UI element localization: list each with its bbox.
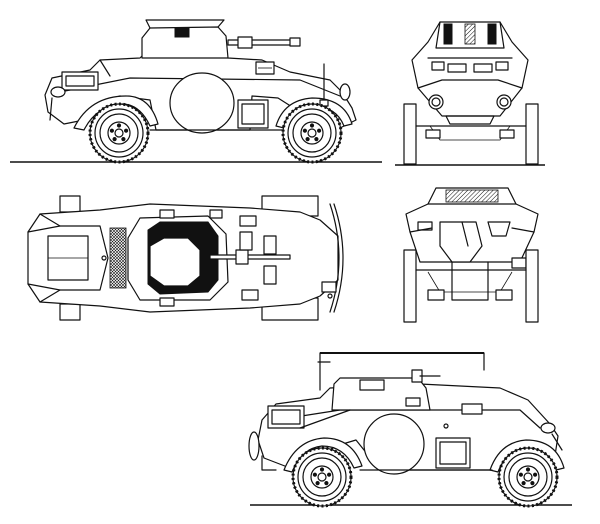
- front-view: [395, 21, 545, 166]
- right-side-view: [248, 352, 572, 508]
- rear-view: [403, 187, 539, 323]
- left-side-view: [10, 19, 382, 164]
- top-view: [27, 195, 344, 321]
